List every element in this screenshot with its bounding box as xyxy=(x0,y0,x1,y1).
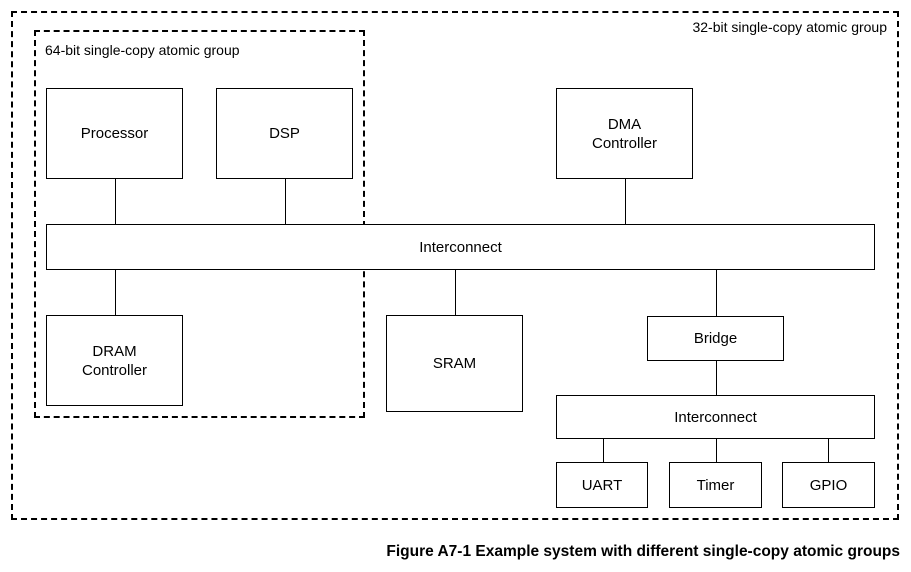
group-32bit-label: 32-bit single-copy atomic group xyxy=(692,19,887,35)
bridge-block: Bridge xyxy=(647,316,784,361)
connector-interconnect-uart xyxy=(603,438,604,462)
processor-block: Processor xyxy=(46,88,183,179)
connector-interconnect-bridge xyxy=(716,269,717,316)
dram-controller-block: DRAM Controller xyxy=(46,315,183,406)
connector-interconnect-timer xyxy=(716,438,717,462)
connector-dsp-interconnect xyxy=(285,179,286,224)
gpio-block: GPIO xyxy=(782,462,875,508)
timer-block: Timer xyxy=(669,462,762,508)
connector-bridge-interconnect xyxy=(716,360,717,395)
group-64bit-label: 64-bit single-copy atomic group xyxy=(45,42,240,58)
group-32bit xyxy=(11,11,899,520)
interconnect-peripheral-block: Interconnect xyxy=(556,395,875,439)
connector-processor-interconnect xyxy=(115,179,116,224)
uart-block: UART xyxy=(556,462,648,508)
interconnect-main-block: Interconnect xyxy=(46,224,875,270)
dsp-block: DSP xyxy=(216,88,353,179)
connector-interconnect-gpio xyxy=(828,438,829,462)
dma-controller-block: DMA Controller xyxy=(556,88,693,179)
connector-dma-interconnect xyxy=(625,179,626,224)
connector-interconnect-sram xyxy=(455,269,456,315)
sram-block: SRAM xyxy=(386,315,523,412)
figure-caption: Figure A7-1 Example system with differen… xyxy=(386,543,900,560)
connector-interconnect-dram xyxy=(115,269,116,315)
